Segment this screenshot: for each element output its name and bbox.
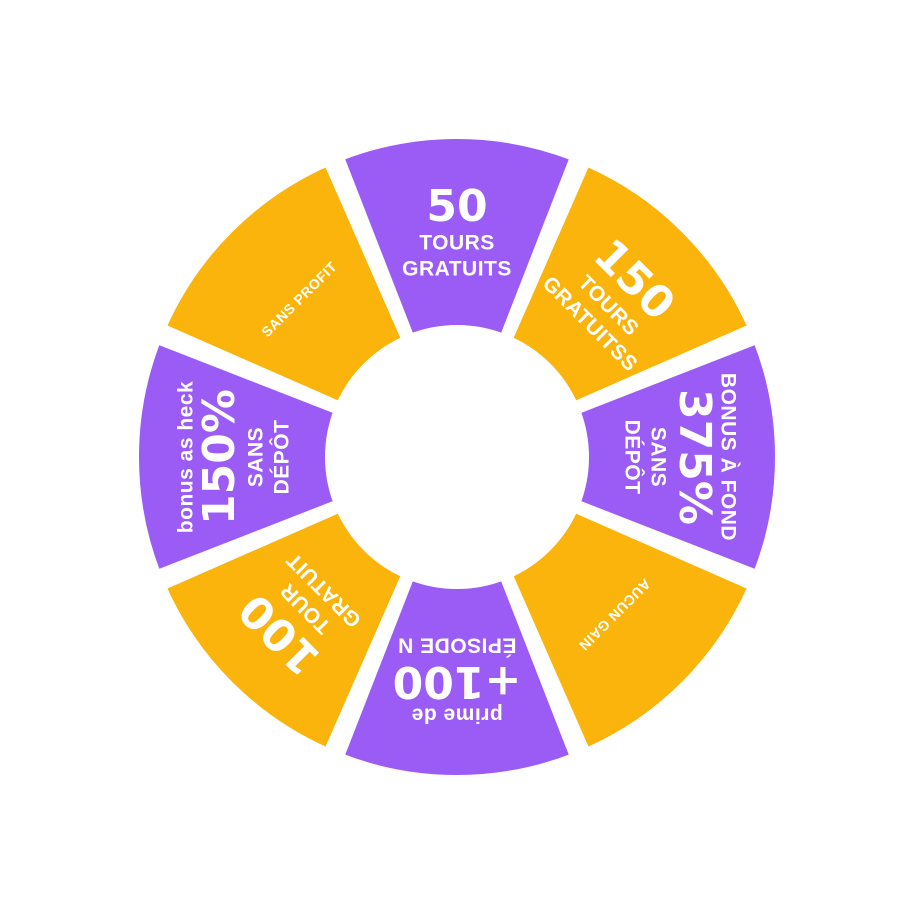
wheel-segment-label: SANS [646,427,669,487]
wheel-segment-label: GRATUITS [402,258,512,281]
wheel-segment-label: 150% [194,389,245,525]
wheel-segment-label: prime de [411,703,503,726]
wheel-segment-label: DÉPÔT [620,420,644,495]
wheel-segment-label: ÉPISODE N [398,633,517,656]
wheel-segment-label: +100 [393,656,522,707]
wheel-segment-label: bonus as heck [175,381,198,533]
wheel-segment-label: BONUS À FOND [716,373,739,541]
wheel-segment-label: SANS [245,427,268,487]
wheel-segment-label: TOURS [419,232,495,255]
wheel-segment-label: 50 [426,181,487,232]
wheel-segment-label: 375% [669,389,720,525]
wheel-center-hub [329,329,585,585]
wheel-segment-label: DÉPÔT [270,420,294,495]
